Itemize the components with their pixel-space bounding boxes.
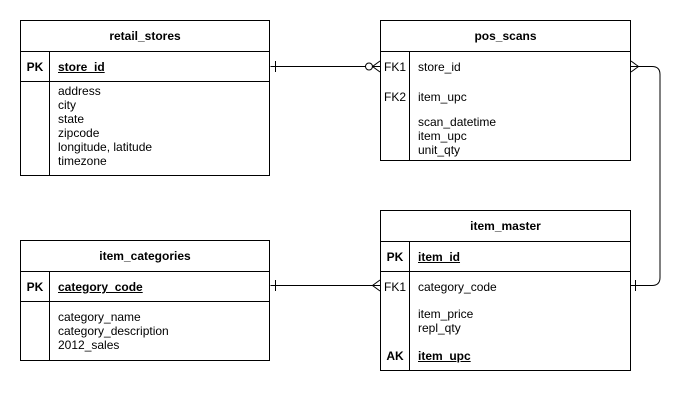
optional-circle-marker — [365, 62, 373, 71]
attribute-field: unit_qty — [418, 143, 461, 157]
pk-key-label: PK — [26, 60, 44, 74]
entity-title: item_categories — [21, 241, 269, 272]
attribute-field: 2012_sales — [58, 338, 120, 352]
attribute-list: address city state zipcode longitude, la… — [58, 84, 152, 168]
entity-item-master[interactable]: item_master PK item_id FK1 category_code… — [380, 210, 631, 371]
pk-key-label: PK — [26, 280, 44, 294]
key-column-divider — [409, 51, 410, 160]
row-divider — [381, 271, 630, 272]
attribute-field: state — [58, 112, 85, 126]
key-column-divider — [49, 271, 50, 360]
pk-field: category_code — [58, 280, 143, 294]
attribute-field: scan_datetime — [418, 115, 497, 129]
attribute-list: item_price repl_qty — [418, 307, 473, 335]
attribute-list: category_name category_description 2012_… — [58, 310, 169, 352]
attribute-list: scan_datetime item_upc unit_qty — [418, 115, 496, 157]
many-crowsfoot-marker — [371, 279, 381, 292]
attribute-field: item_upc — [418, 129, 467, 143]
attribute-field: category_description — [58, 324, 169, 338]
row-divider — [21, 301, 269, 302]
pk-key-label: PK — [386, 250, 404, 264]
entity-pos-scans[interactable]: pos_scans FK1 store_id FK2 item_upc scan… — [380, 20, 631, 161]
entity-title: item_master — [381, 211, 630, 242]
attribute-field: timezone — [58, 154, 107, 168]
attribute-field: item_price — [418, 307, 474, 321]
ak-key-label: AK — [386, 349, 404, 363]
many-crowsfoot-marker — [630, 60, 640, 73]
key-column-divider — [49, 51, 50, 175]
fk2-key-label: FK2 — [383, 90, 406, 104]
attribute-field: address — [58, 84, 101, 98]
relationship-categories-to-master — [270, 279, 381, 292]
key-column-divider — [409, 241, 410, 370]
fk1-field: category_code — [418, 280, 497, 294]
entity-title: retail_stores — [21, 21, 269, 52]
attribute-field: repl_qty — [418, 321, 461, 335]
fk1-key-label: FK1 — [383, 280, 406, 294]
attribute-field: zipcode — [58, 126, 100, 140]
many-crowsfoot-marker — [371, 60, 381, 73]
relationship-stores-to-scans — [270, 60, 381, 73]
pk-field: store_id — [58, 60, 105, 74]
entity-item-categories[interactable]: item_categories PK category_code categor… — [20, 240, 270, 361]
fk1-field: store_id — [418, 60, 461, 74]
entity-title: pos_scans — [381, 21, 630, 52]
attribute-field: category_name — [58, 310, 141, 324]
fk2-field: item_upc — [418, 90, 467, 104]
relationship-master-to-scans — [630, 60, 661, 291]
entity-retail-stores[interactable]: retail_stores PK store_id address city s… — [20, 20, 270, 176]
ak-field: item_upc — [418, 349, 471, 363]
fk1-key-label: FK1 — [383, 60, 406, 74]
attribute-field: city — [58, 98, 76, 112]
pk-field: item_id — [418, 250, 461, 264]
attribute-field: longitude, latitude — [58, 140, 153, 154]
row-divider — [21, 81, 269, 82]
